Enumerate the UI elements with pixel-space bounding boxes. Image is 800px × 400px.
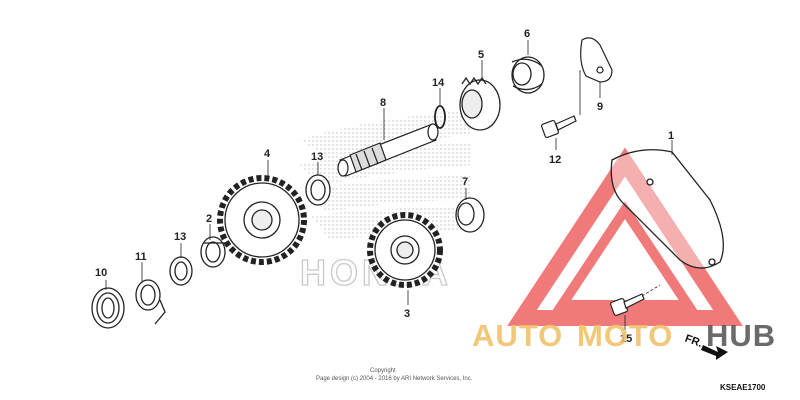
callout-1: 1 [668, 130, 674, 142]
part-8-shaft [337, 123, 439, 177]
callout-13-lower: 13 [174, 231, 186, 243]
part-4-gear [217, 175, 307, 265]
part-9-plate [580, 37, 613, 83]
part-2-bushing [200, 236, 226, 268]
part-11-collar [135, 279, 166, 325]
callout-2: 2 [206, 213, 212, 225]
callout-6: 6 [524, 28, 530, 40]
callout-12: 12 [549, 154, 561, 166]
callout-4: 4 [264, 148, 271, 160]
footer-page-design: Page design (c) 2004 - 2016 by ARI Netwo… [316, 376, 473, 382]
callout-11: 11 [135, 251, 147, 263]
automotohub-watermark: AUTO MOTO HUB [472, 318, 776, 353]
watermark-auto: AUTO [472, 318, 563, 353]
front-arrow: FR. [683, 333, 728, 360]
front-label: FR. [683, 333, 704, 350]
part-6-spring [511, 56, 545, 94]
part-10-spring [91, 287, 125, 329]
callout-10: 10 [95, 267, 107, 279]
part-13-washer-upper [305, 174, 331, 206]
honda-wing-logo: HONDA [299, 110, 470, 294]
part-5-ratchet [459, 76, 501, 131]
callout-15: 15 [620, 333, 632, 345]
watermark-moto: MOTO [577, 318, 673, 353]
callout-13-upper: 13 [311, 151, 323, 163]
part-13-washer-lower [169, 256, 193, 286]
callout-14: 14 [432, 77, 445, 89]
callout-5: 5 [478, 49, 484, 61]
watermark-hub: HUB [706, 318, 776, 353]
callout-7: 7 [462, 176, 468, 188]
part-15-bolt [609, 293, 645, 317]
diagram-code: KSEAE1700 [720, 383, 766, 392]
part-1-cover [610, 149, 724, 269]
footer-copyright: Copyright [370, 368, 396, 374]
part-3-gear [367, 212, 443, 288]
part-14-circlip [434, 105, 446, 129]
leader-lines [105, 40, 673, 330]
callout-8: 8 [380, 97, 386, 109]
arrow-icon [701, 345, 728, 360]
callout-9: 9 [597, 101, 603, 113]
callout-3: 3 [404, 308, 410, 320]
part-12-bolt [540, 115, 577, 139]
part-7-bushing [455, 197, 485, 233]
